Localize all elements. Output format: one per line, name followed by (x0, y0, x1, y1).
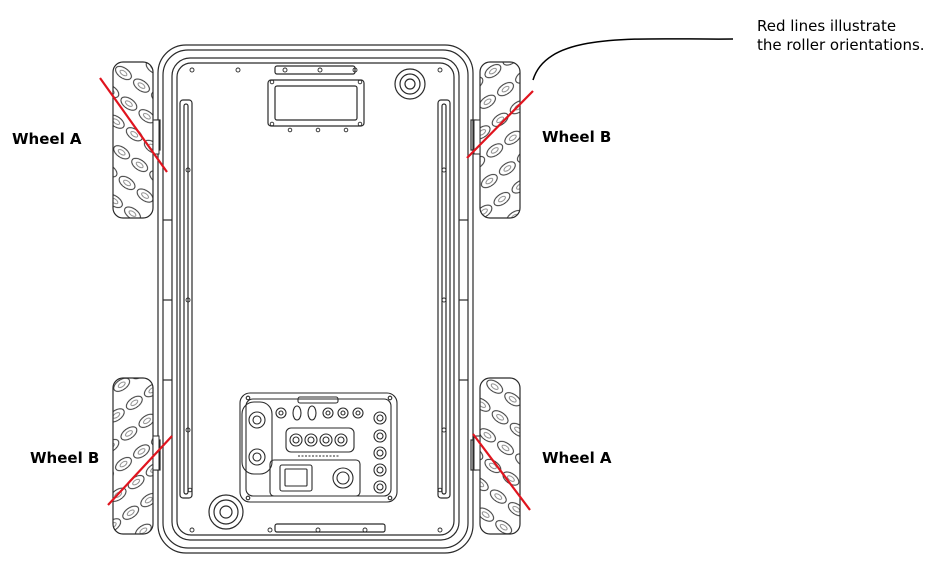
label-wheel-front-left: Wheel A (12, 130, 82, 148)
roller-orientation-lines (99, 77, 534, 511)
roller-line-rear-right (472, 433, 531, 511)
chassis (154, 44, 477, 554)
annotation-line-2: the roller orientations. (757, 36, 925, 54)
wheel-front-right (473, 61, 521, 219)
annotation-leader-line (532, 38, 734, 81)
roller-line-rear-left (107, 435, 173, 506)
label-wheel-rear-left: Wheel B (30, 449, 100, 467)
annotation-line-1: Red lines illustrate (757, 17, 897, 35)
label-wheel-front-right: Wheel B (542, 128, 612, 146)
interface-panel (239, 392, 398, 503)
roller-line-front-right (466, 90, 534, 159)
wheel-front-left (112, 61, 160, 219)
label-wheel-rear-right: Wheel A (542, 449, 612, 467)
wheel-rear-right (473, 377, 521, 535)
roller-line-front-left (99, 77, 168, 173)
chassis-bolts (185, 67, 447, 533)
